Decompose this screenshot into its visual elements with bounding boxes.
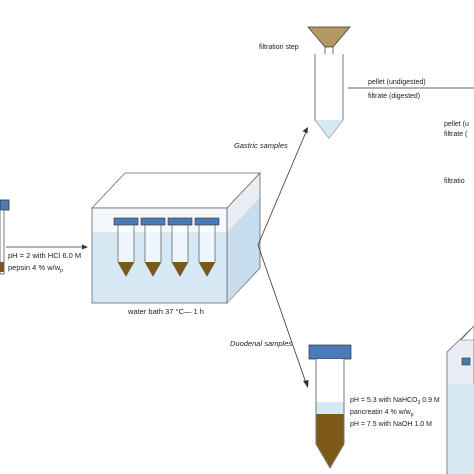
duodenal-tube-cap bbox=[308, 344, 352, 360]
water-bath bbox=[91, 171, 261, 305]
arrow-gastric-head bbox=[302, 127, 308, 134]
ph-duodenal-label: pH = 5.3 with NaHCO3 0.9 M bbox=[350, 397, 440, 406]
pellet-cut-label: pellet (u bbox=[444, 121, 469, 128]
right-water-bath-partial bbox=[446, 325, 474, 474]
tube-3 bbox=[167, 217, 193, 277]
filtration-step-label: filtration step bbox=[259, 44, 299, 51]
tube-1 bbox=[113, 217, 139, 277]
ph-gastric-label: pH = 2 with HCl 6.0 M bbox=[8, 251, 81, 260]
filtration-tube bbox=[314, 54, 344, 139]
duodenal-sample bbox=[316, 414, 344, 467]
pancreatin-label: pancreatin 4 % w/wp bbox=[350, 409, 414, 418]
pepsin-label: pepsin 4 % w/wp bbox=[8, 263, 63, 274]
pellet-undigested-label: pellet (undigested) bbox=[368, 79, 426, 86]
filtrate-digested-label: filtrate (digested) bbox=[368, 93, 420, 100]
duodenal-samples-label: Duodenal samples bbox=[230, 339, 292, 348]
arrow-to-waterbath-head bbox=[82, 244, 88, 250]
filtrate-cut-label: filtrate ( bbox=[444, 131, 468, 138]
gastric-samples-label: Gastric samples bbox=[234, 141, 288, 150]
water-bath-side-liquid bbox=[227, 198, 260, 303]
tube-4 bbox=[194, 217, 220, 277]
ph-final-label: pH = 7.5 with NaOH 1.0 M bbox=[350, 421, 432, 428]
filtration-cut-label: filtratio bbox=[444, 178, 465, 185]
water-bath-label: water bath 37 °C— 1 h bbox=[127, 307, 204, 316]
arrow-duodenal bbox=[257, 244, 307, 384]
duodenal-liquid bbox=[316, 402, 344, 414]
duodenal-tube bbox=[308, 344, 352, 469]
arrow-duodenal-head bbox=[303, 380, 309, 388]
tube-2 bbox=[140, 217, 166, 277]
funnel-cone bbox=[307, 26, 351, 48]
arrow-gastric bbox=[257, 131, 307, 246]
left-tube-partial bbox=[0, 199, 10, 275]
